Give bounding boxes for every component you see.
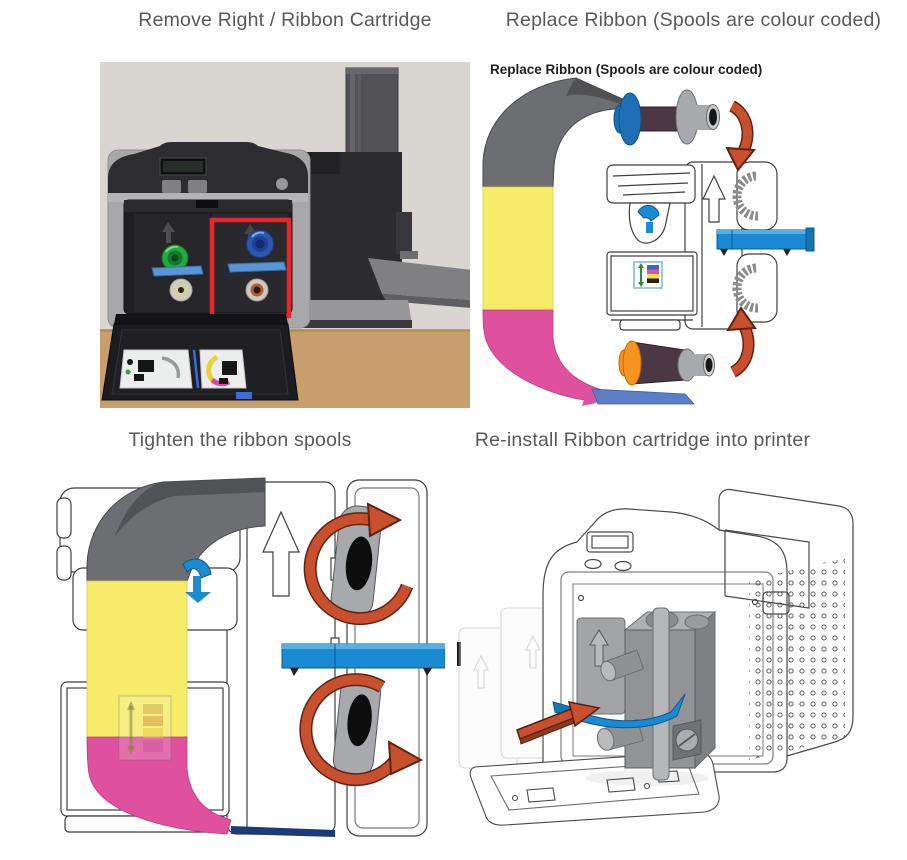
ribbon-magenta-band (86, 736, 232, 835)
up-arrow-icon (589, 629, 609, 667)
caption-remove-cartridge: Remove Right / Ribbon Cartridge (138, 9, 432, 31)
printer-top-cover (108, 142, 308, 194)
caption-tighten-spools: Tighten the ribbon spools (128, 429, 352, 451)
ribbon-magenta-band (482, 309, 611, 404)
door-label-mono (119, 349, 193, 389)
spool-grip-top (732, 171, 759, 221)
caption-replace-ribbon: Replace Ribbon (Spools are colour coded) (505, 9, 882, 31)
up-arrow-icon (702, 174, 726, 223)
figure-replace-ribbon-diagram: Replace Ribbon (Spools are colour coded) (480, 62, 907, 415)
cartridge-handle-bar (716, 227, 815, 256)
blue-roller-mount (182, 558, 212, 603)
cartridge-handle-bar (281, 643, 445, 676)
door-label-colour (199, 349, 247, 389)
ribbon-spool-bottom (618, 340, 715, 386)
spool-grip-bottom (732, 263, 759, 313)
cartridge-handle-vertical (652, 607, 670, 781)
ribbon-yellow-band (482, 186, 554, 311)
colour-ribbon (86, 477, 335, 837)
cartridge-handle-left (151, 265, 204, 277)
colour-ribbon (482, 77, 695, 406)
printer-front (107, 142, 311, 329)
blue-spool-knob (246, 230, 274, 258)
diagram-title: Replace Ribbon (Spools are colour coded) (490, 62, 763, 77)
white-spool-knob-left (169, 278, 193, 302)
ribbon-blue-band (591, 388, 695, 405)
ribbon-spool-top (613, 89, 720, 146)
printer-open-door (101, 314, 299, 401)
door-blue-tab (236, 392, 252, 399)
up-arrow-icon (262, 510, 300, 597)
printer-card-hopper (345, 67, 399, 167)
figure-tighten-spools-diagram (35, 468, 445, 860)
spool-knob-top (330, 505, 382, 619)
rotate-clockwise-arrow-icon (303, 502, 414, 626)
cartridge-handle-right (227, 261, 287, 273)
ribbon-cartridge-outline (606, 161, 778, 331)
rotate-counterclockwise-arrow-icon (299, 673, 424, 787)
ribbon-colour-label-translucent (118, 695, 172, 761)
white-spool-knob-right (245, 278, 269, 302)
ribbon-colour-label (633, 261, 663, 289)
blue-roller-mount (637, 204, 660, 233)
page-edge-mark (457, 642, 461, 666)
insert-direction-arrow-icon (516, 701, 601, 745)
figure-printer-photo (100, 62, 470, 408)
caption-reinstall-cartridge: Re-install Ribbon cartridge into printer (474, 429, 811, 451)
printer-button-right (188, 180, 207, 193)
printer-base (286, 300, 412, 324)
up-arrow-icon (162, 222, 175, 243)
figure-reinstall-diagram (457, 480, 907, 860)
vent-perforations (749, 558, 845, 760)
printer-button-left (162, 180, 181, 193)
ribbon-yellow-band (86, 580, 188, 738)
spool-knob-bottom (332, 673, 382, 779)
insert-up-arrow-icon (726, 306, 757, 378)
printer-output-tray (368, 251, 470, 308)
insert-down-arrow-icon (725, 100, 756, 172)
